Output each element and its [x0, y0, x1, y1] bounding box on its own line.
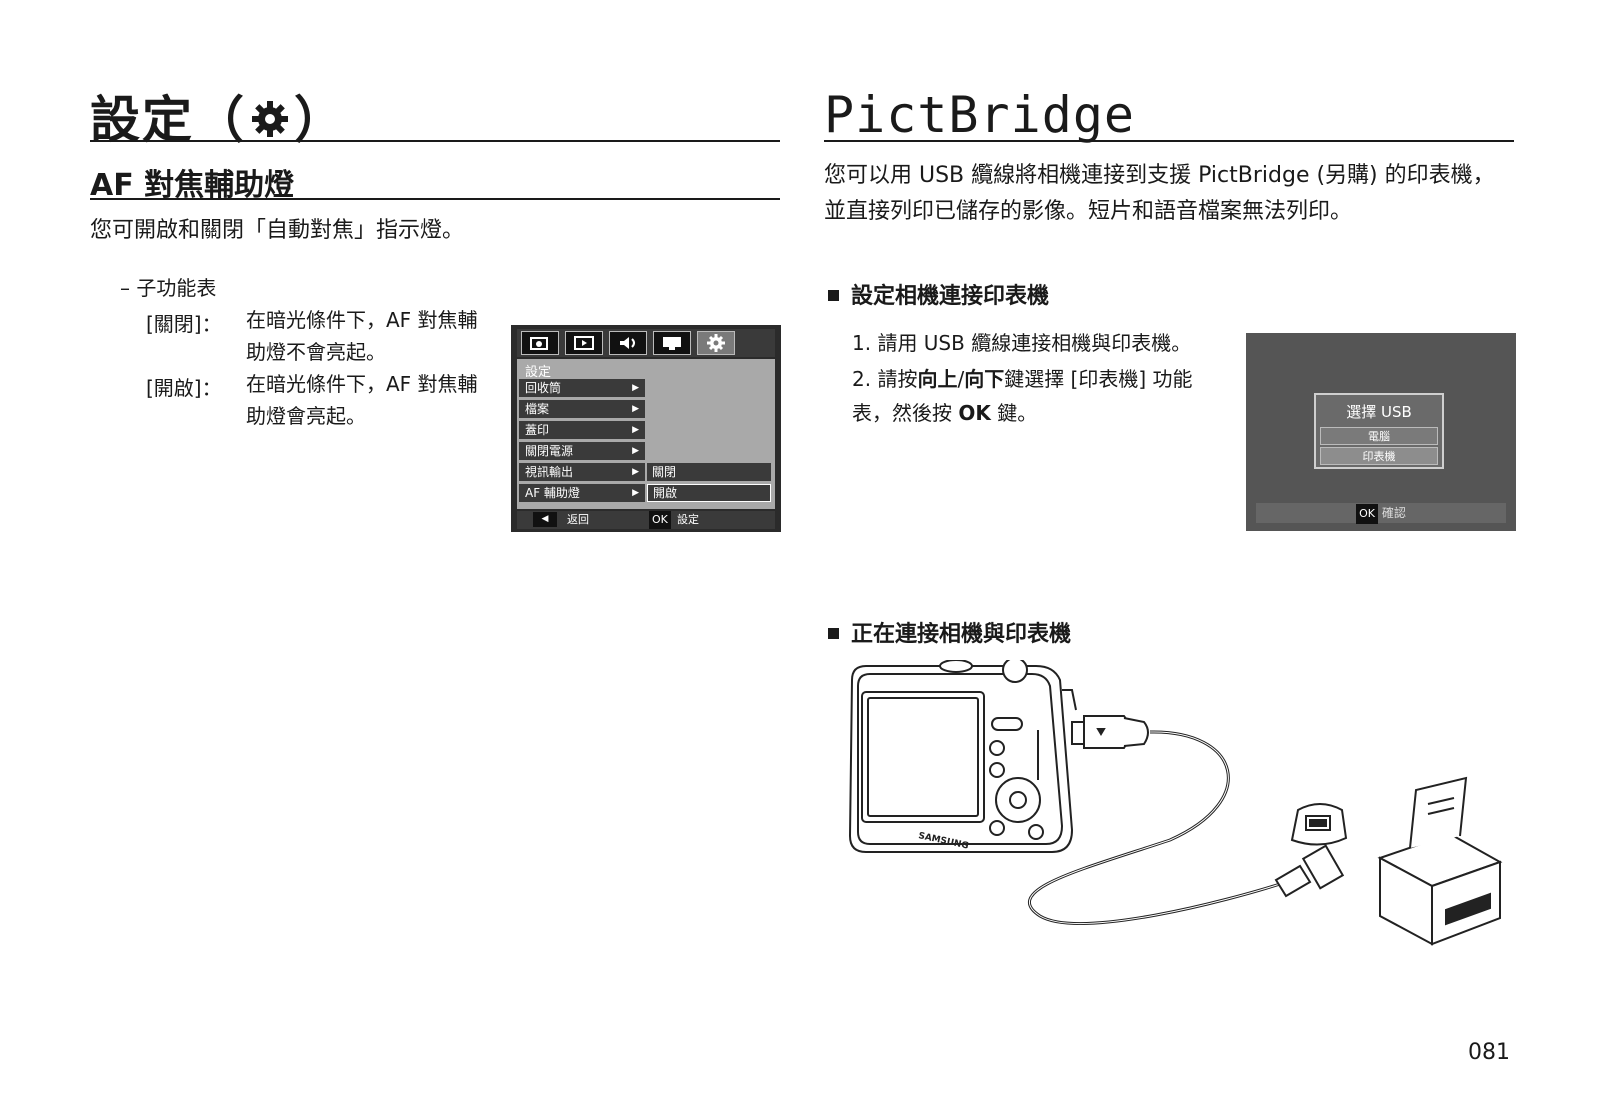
usb-option-computer[interactable]: 電腦 [1320, 427, 1438, 445]
printer-illustration [1377, 776, 1503, 946]
intro-text-left: 您可開啟和關閉「自動對焦」指示燈。 [90, 218, 465, 243]
option-desc-on: 在暗光條件下，AF 對焦輔助燈會亮起。 [246, 372, 478, 428]
usb-dialog-title: 選擇 USB [1346, 403, 1412, 421]
shooting-mode-icon[interactable] [521, 331, 559, 355]
submenu-label: – 子功能表 [120, 276, 217, 300]
section-heading-setup: 設定相機連接印表機 [828, 278, 1049, 310]
ok-key[interactable]: OK [649, 511, 671, 529]
step-2: 2. 請按向上/向下鍵選擇 [印表機] 功能表，然後按 OK 鍵。 [852, 367, 1193, 425]
bullet-square-icon [828, 627, 839, 639]
arrow-right-icon: ▶ [632, 467, 639, 477]
gear-icon [248, 95, 292, 153]
menu-header: 設定 [525, 365, 552, 380]
ok-label: 設定 [677, 513, 699, 526]
camera-illustration [848, 660, 1077, 853]
menu-item-af-lamp[interactable]: AF 輔助燈▶ [519, 484, 645, 502]
menu-option-on[interactable]: 開啟 [647, 484, 771, 502]
arrow-right-icon: ▶ [632, 383, 639, 393]
step-1: 1. 請用 USB 纜線連接相機與印表機。 [852, 331, 1192, 355]
section-heading-connecting: 正在連接相機與印表機 [828, 616, 1071, 648]
menu-item-recycle-bin[interactable]: 回收筒▶ [519, 379, 645, 397]
option-key-on: [開啟]： [146, 376, 222, 400]
usb-option-printer[interactable]: 印表機 [1320, 447, 1438, 465]
back-label: 返回 [567, 513, 589, 526]
usb-select-dialog: 選擇 USB 電腦 印表機 [1314, 393, 1444, 469]
title-rule-right [824, 140, 1514, 142]
page-title-left: 設定（ ） [90, 80, 346, 153]
arrow-right-icon: ▶ [632, 488, 639, 498]
menu-item-power-off[interactable]: 關閉電源▶ [519, 442, 645, 460]
usb-port-closeup [1290, 803, 1348, 846]
playback-icon[interactable] [565, 331, 603, 355]
usb-footer: OK 確認 [1256, 503, 1506, 524]
menu-footer: ◀ 返回 OK 設定 [517, 511, 775, 529]
page-number: 081 [1468, 1040, 1510, 1065]
menu-item-file[interactable]: 檔案▶ [519, 400, 645, 418]
arrow-right-icon: ▶ [632, 446, 639, 456]
menu-tab-bar [517, 329, 775, 357]
ok-key[interactable]: OK [1356, 504, 1379, 524]
display-icon[interactable] [653, 331, 691, 355]
camera-setup-menu-screen: 設定 回收筒▶ 檔案▶ 蓋印▶ 關閉電源▶ 視訊輸出▶ AF 輔助燈▶ 關閉 開… [511, 325, 781, 532]
menu-item-imprint[interactable]: 蓋印▶ [519, 421, 645, 439]
usb-select-screen: 選擇 USB 電腦 印表機 OK 確認 [1246, 333, 1516, 531]
title-rule-left [90, 140, 780, 142]
arrow-right-icon: ▶ [632, 404, 639, 414]
subtitle-rule-left [90, 198, 780, 200]
menu-body: 設定 回收筒▶ 檔案▶ 蓋印▶ 關閉電源▶ 視訊輸出▶ AF 輔助燈▶ 關閉 開… [517, 359, 775, 509]
page-title-right: PictBridge [824, 86, 1136, 144]
usb-cable-plug-printer [1274, 844, 1345, 898]
back-arrow-icon[interactable]: ◀ [533, 512, 557, 527]
camera-printer-connection-illustration: SAMSUNG [848, 660, 1503, 946]
intro-text-right: 您可以用 USB 纜線將相機連接到支援 PictBridge (另購) 的印表機… [824, 163, 1495, 224]
arrow-right-icon: ▶ [632, 425, 639, 435]
menu-item-video-out[interactable]: 視訊輸出▶ [519, 463, 645, 481]
option-desc-off: 在暗光條件下，AF 對焦輔助燈不會亮起。 [246, 308, 478, 364]
section-title-af-assist: AF 對焦輔助燈 [90, 168, 295, 203]
menu-option-off[interactable]: 關閉 [647, 463, 771, 481]
gear-icon[interactable] [697, 331, 735, 355]
confirm-label: 確認 [1381, 506, 1406, 520]
bullet-square-icon [828, 289, 839, 301]
sound-icon[interactable] [609, 331, 647, 355]
usb-cable-plug-camera [1071, 715, 1149, 749]
option-key-off: [關閉]： [146, 312, 222, 336]
